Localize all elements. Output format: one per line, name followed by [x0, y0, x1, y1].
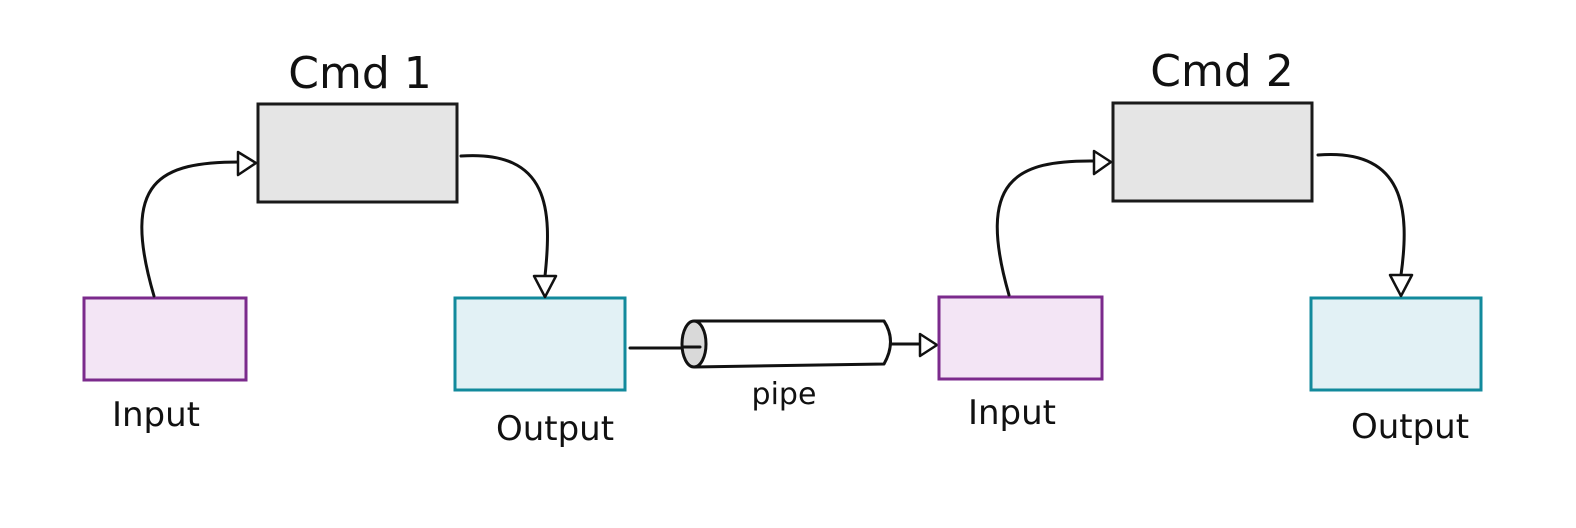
output-1-label: Output — [496, 409, 614, 449]
pipe-label: pipe — [752, 377, 817, 412]
input-1-box — [82, 296, 248, 382]
input-2-label: Input — [968, 393, 1056, 433]
command-1-box — [256, 102, 459, 204]
input-2-to-command-2-arrowhead — [1092, 149, 1113, 176]
command-2-box — [1111, 101, 1314, 203]
command-1-to-output-1-arrowhead — [532, 274, 558, 299]
pipe-outlet-arrowhead — [918, 332, 939, 358]
command-1-group: Cmd 1 Input Output — [82, 48, 627, 449]
input-1-to-command-1-arrow — [140, 160, 242, 298]
command-2-group: Cmd 2 Input Output — [937, 46, 1483, 447]
input-1-label: Input — [112, 395, 200, 435]
output-2-box — [1309, 296, 1483, 392]
command-2-to-output-2-arrow — [1316, 153, 1406, 277]
input-2-box — [937, 295, 1104, 381]
output-1-box — [453, 296, 627, 392]
output-2-label: Output — [1351, 407, 1469, 447]
input-2-to-command-2-arrow — [995, 159, 1097, 297]
input-1-to-command-1-arrowhead — [236, 150, 258, 177]
command-2-to-output-2-arrowhead — [1388, 273, 1414, 298]
pipe-end-cap — [680, 319, 708, 369]
pipe-body — [693, 319, 892, 369]
command-1-title: Cmd 1 — [288, 48, 432, 99]
command-1-to-output-1-arrow — [459, 154, 549, 278]
pipe-group: pipe — [628, 319, 939, 412]
command-2-title: Cmd 2 — [1150, 46, 1294, 97]
